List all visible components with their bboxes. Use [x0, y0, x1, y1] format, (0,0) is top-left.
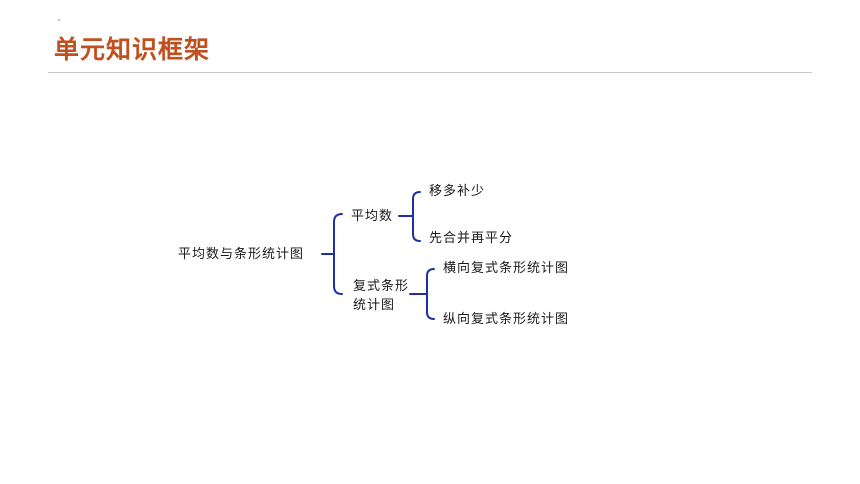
branch-node-average: 平均数	[351, 209, 394, 224]
branch-node-compound-bar-chart: 复式条形统计图	[353, 279, 410, 313]
title-divider	[48, 72, 812, 73]
branch-2-bracket	[426, 268, 435, 320]
corner-dot	[58, 19, 60, 21]
root-node: 平均数与条形统计图	[178, 247, 305, 262]
leaf-node-move-more-fill-less: 移多补少	[429, 184, 486, 199]
branch-1-bracket	[412, 191, 421, 242]
leaf-node-horizontal-compound-bar-chart: 横向复式条形统计图	[443, 261, 570, 276]
page-title: 单元知识框架	[54, 35, 211, 64]
leaf-node-combine-then-divide: 先合并再平分	[429, 231, 514, 246]
root-bracket	[333, 213, 343, 295]
leaf-node-vertical-compound-bar-chart: 纵向复式条形统计图	[443, 312, 570, 327]
